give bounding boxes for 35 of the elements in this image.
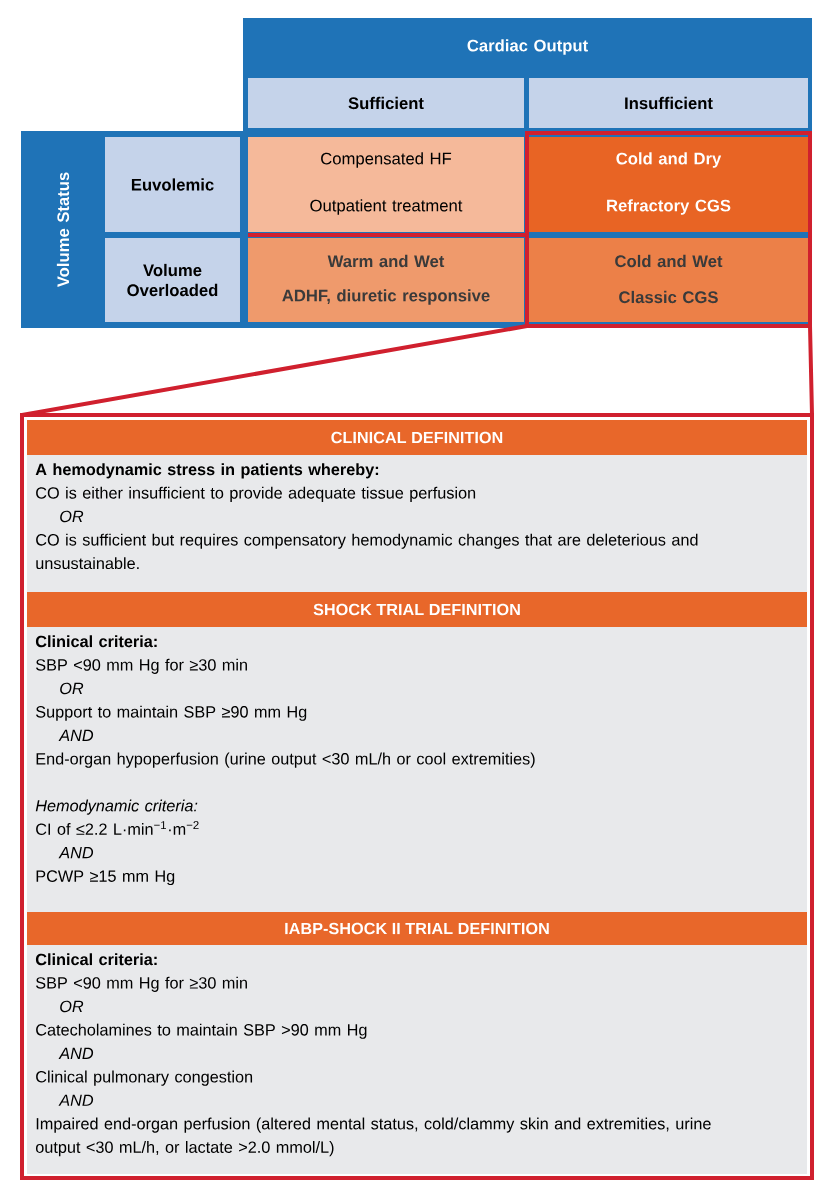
row-header-cell: Euvolemic — [105, 137, 240, 232]
body-text: Impaired end-organ perfusion (altered mental status, cold/clammy skin and extremities, urine output <30 mL/h, or lactate >2.0 mmol/L) — [35, 1117, 711, 1157]
section-header: CLINICAL DEFINITION — [27, 420, 807, 455]
section-header: IABP-SHOCK II TRIAL DEFINITION — [27, 912, 807, 945]
connector-word: AND — [58, 729, 94, 741]
body-text: SBP <90 mm Hg for ≥30 min — [36, 658, 247, 674]
highlight-frame — [525, 131, 812, 328]
table-cell: Compensated HF Outpatient treatment — [248, 137, 524, 232]
body-text: End-organ hypoperfusion (urine output <30 mL/h or cool extremities) — [36, 752, 535, 768]
body-text: Catecholamines to maintain SBP >90 mm Hg — [36, 1023, 367, 1039]
body-text: CI of ≤2.2 L·min$^{−1}$·m$^{−2}$ — [36, 821, 199, 835]
body-text: Support to maintain SBP ≥90 mm Hg — [36, 705, 307, 721]
body-text: SBP <90 mm Hg for ≥30 min — [36, 976, 247, 992]
connector-word: OR — [60, 1000, 84, 1013]
connector-word: OR — [60, 682, 84, 695]
body-heading: Clinical criteria: — [35, 635, 157, 648]
table-cell: Warm and Wet ADHF, diuretic responsive — [248, 238, 524, 322]
table-cell: Cold and Wet Classic CGS — [529, 238, 808, 322]
column-header-cell: Sufficient — [248, 78, 524, 128]
column-header-cell: Insufficient — [529, 78, 808, 128]
body-heading: A hemodynamic stress in patients whereby: — [35, 463, 379, 479]
body-text: CO is either insufficient to provide adequate tissue perfusion — [36, 486, 476, 502]
body-text: Clinical pulmonary congestion — [36, 1070, 253, 1086]
row-header-cell: Volume Overloaded — [105, 238, 240, 322]
body-text: CO is sufficient but requires compensatory hemodynamic changes that are deleterious and unsustainable. — [36, 533, 698, 570]
body-heading: Hemodynamic criteria: — [35, 799, 198, 815]
connector-word: AND — [58, 1094, 94, 1106]
connector-word: AND — [58, 1047, 94, 1059]
table-cell: Cold and Dry Refractory CGS — [529, 137, 808, 232]
node-label: Volume Status — [56, 172, 70, 288]
connector-word: AND — [58, 847, 94, 859]
connector-word: OR — [60, 510, 84, 523]
body-heading: Clinical criteria: — [35, 953, 157, 966]
body-text: PCWP ≥15 mm Hg — [36, 870, 175, 886]
section-header: SHOCK TRIAL DEFINITION — [27, 592, 807, 627]
